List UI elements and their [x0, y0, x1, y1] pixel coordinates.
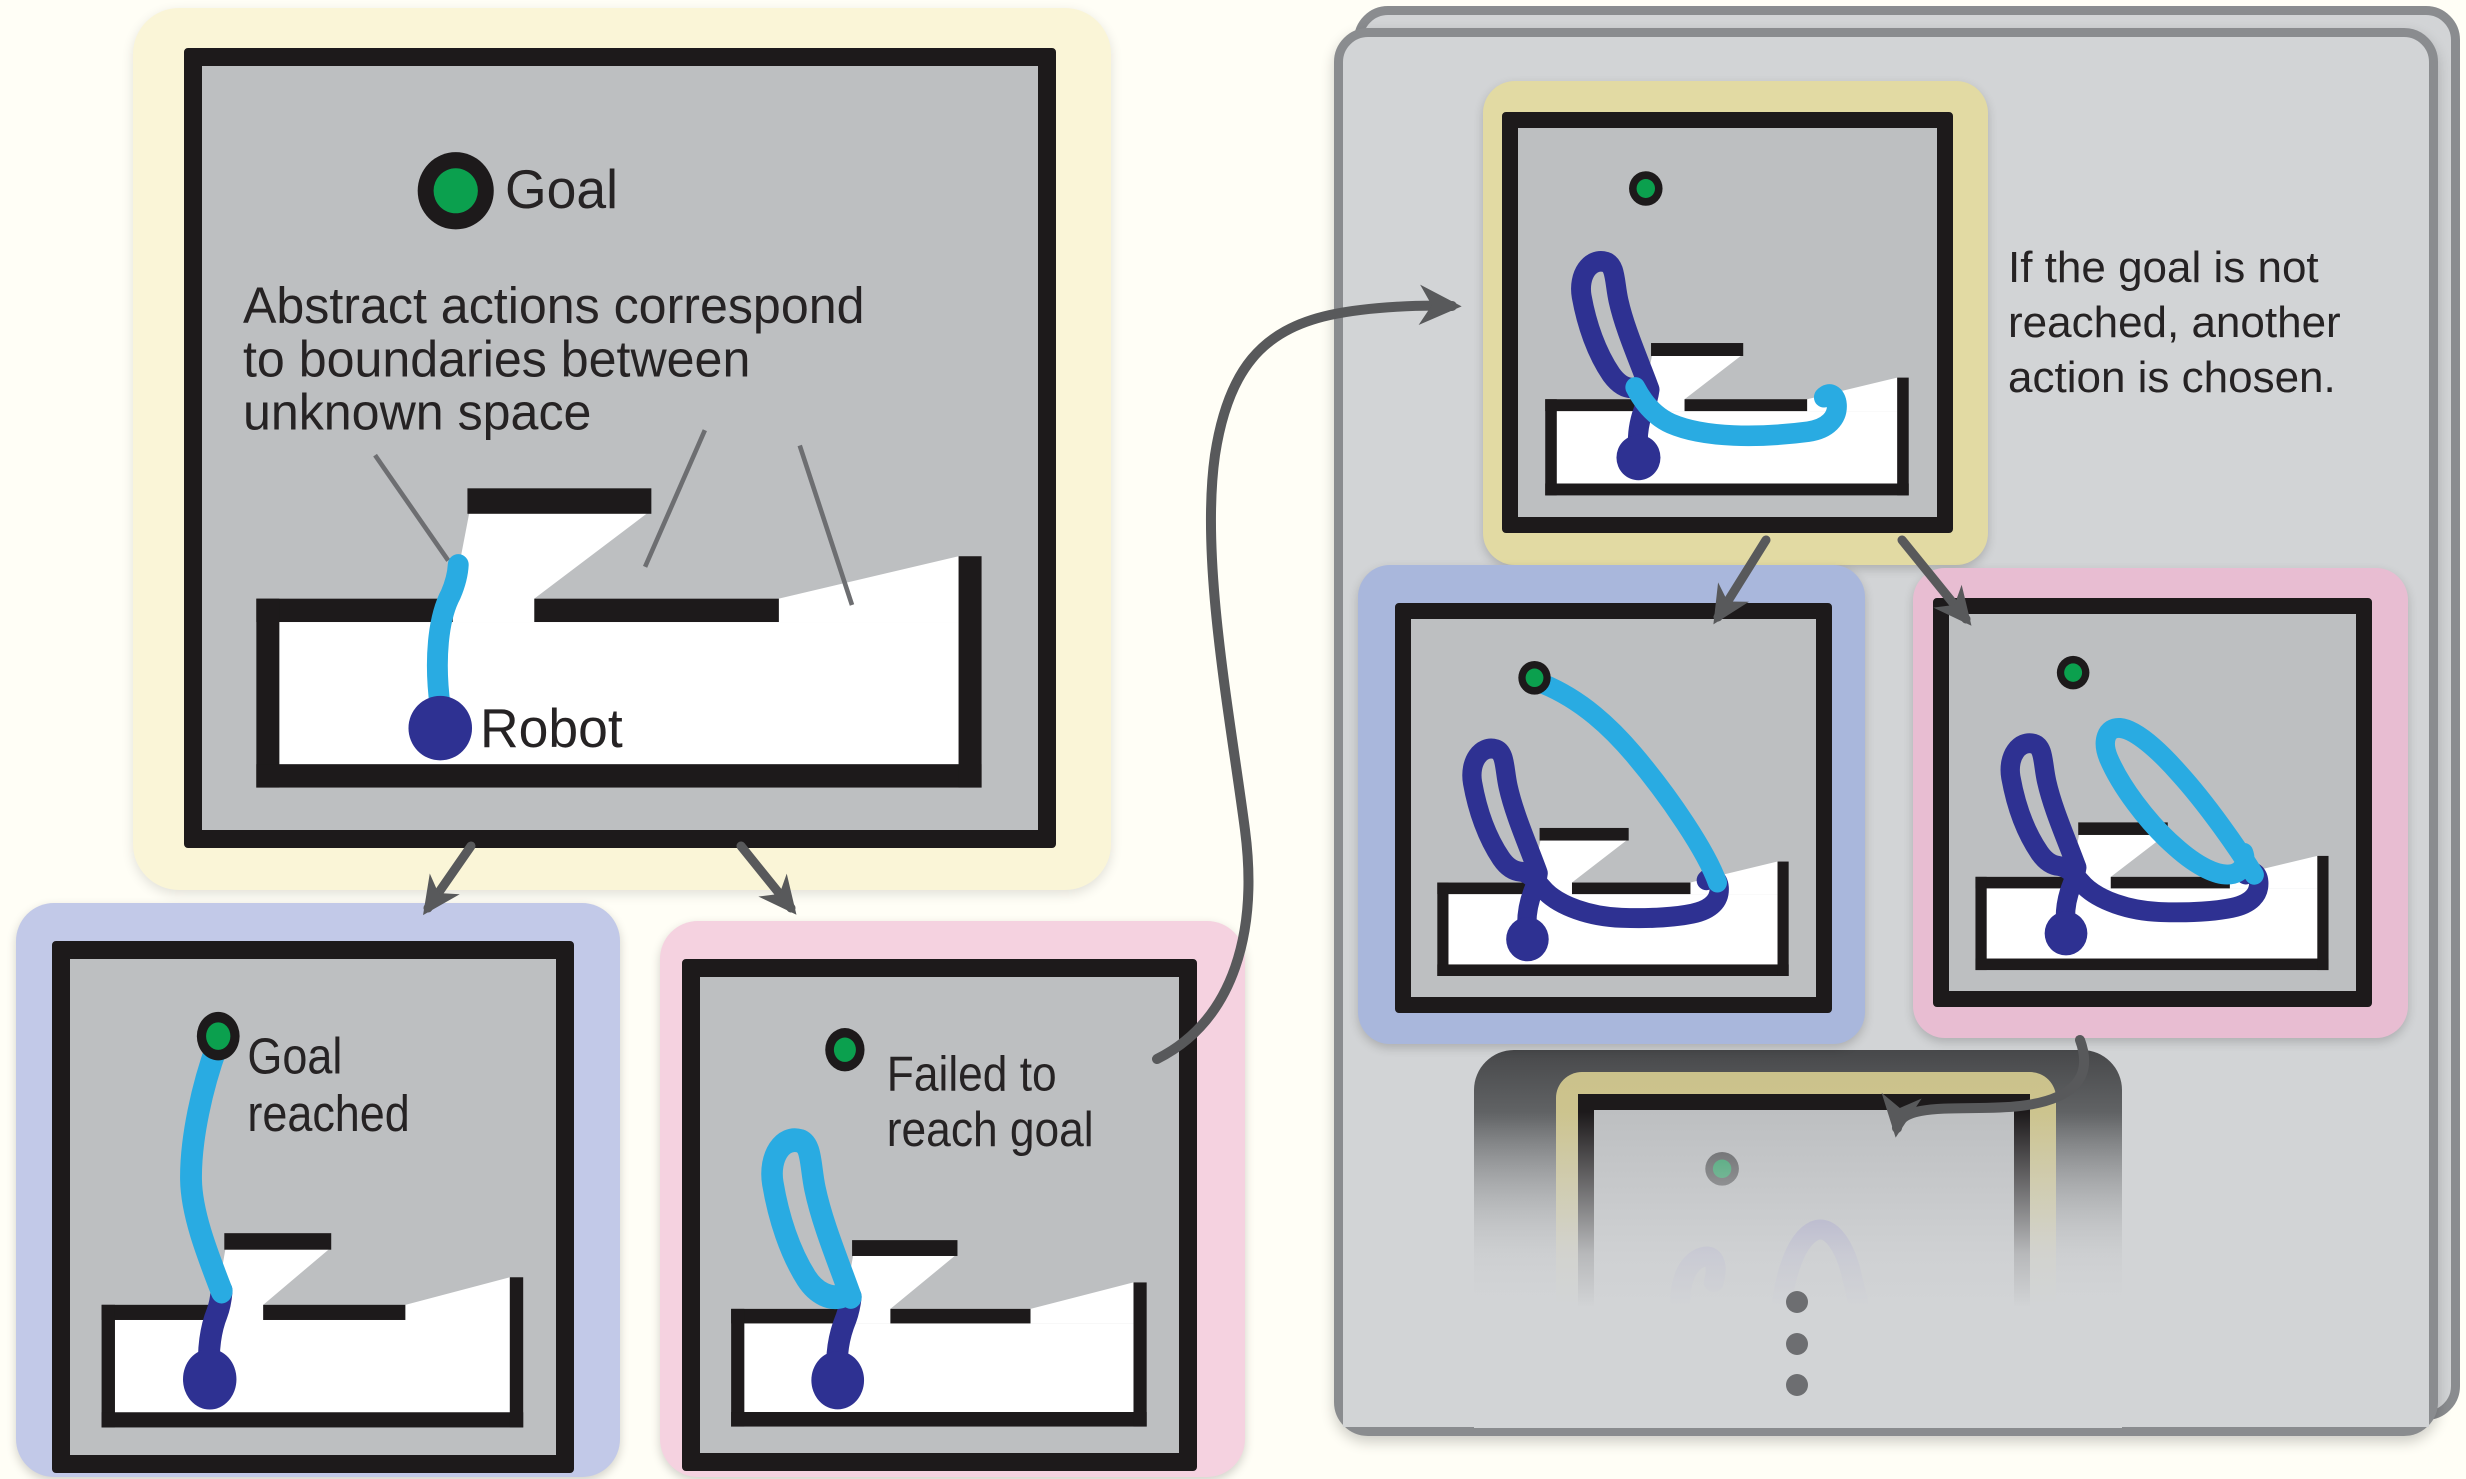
failed-map-frame: Failed to reach goal: [682, 959, 1197, 1471]
goal-reached-map: Goal reached: [70, 959, 556, 1455]
attempt-map-frame: [1502, 112, 1953, 533]
attempt-failure-panel: [1913, 568, 2408, 1038]
main-map-frame: Goal Abstract actions correspond to boun…: [184, 48, 1056, 848]
robot-icon: [811, 1351, 865, 1410]
attempt-panel: [1483, 81, 1988, 565]
attempt-map: [1518, 128, 1937, 517]
caption-line-3: unknown space: [243, 383, 591, 440]
goal-reached-panel: Goal reached: [16, 903, 620, 1477]
caption-line-2: to boundaries between: [243, 330, 750, 387]
robot-label: Robot: [480, 699, 623, 759]
fade-overlay: [1343, 1112, 2429, 1427]
robot-icon: [1616, 434, 1661, 481]
trajectory-current: [180, 1033, 233, 1304]
attempt-failure-map: [1949, 614, 2356, 991]
main-environment-panel: Goal Abstract actions correspond to boun…: [133, 8, 1111, 890]
goal-reached-label-1: Goal: [247, 1028, 342, 1085]
goal-icon: [433, 168, 478, 214]
trajectory-current: [2095, 717, 2264, 885]
note-line-2: reached, another: [2008, 298, 2341, 347]
attempt-success-panel: [1358, 565, 1865, 1044]
trajectory-current: [1533, 673, 1728, 893]
attempt-failure-map-frame: [1933, 598, 2372, 1007]
main-map: Goal Abstract actions correspond to boun…: [202, 66, 1038, 830]
attempt-success-map-frame: [1395, 603, 1832, 1013]
search-note: If the goal is not reached, another acti…: [2008, 240, 2448, 405]
failed-map: Failed to reach goal: [700, 977, 1179, 1453]
frontier-callout-line-1: [373, 453, 451, 562]
caption-line-1: Abstract actions correspond: [243, 277, 865, 334]
frontier-callout-line-3: [797, 444, 855, 606]
goal-icon: [833, 1037, 856, 1062]
failed-label-1: Failed to: [887, 1047, 1057, 1102]
frontier-callout-line-2: [642, 429, 707, 568]
attempt-success-map: [1411, 619, 1816, 997]
trajectory-current: [426, 554, 469, 718]
note-line-3: action is chosen.: [2008, 353, 2336, 402]
goal-label: Goal: [505, 160, 618, 220]
goal-reached-label-2: reached: [247, 1086, 409, 1143]
goal-icon: [1525, 668, 1544, 688]
note-line-1: If the goal is not: [2008, 243, 2319, 292]
robot-icon: [2044, 911, 2088, 956]
trajectory-history: [2000, 733, 2269, 939]
trajectory-current: [1625, 377, 1847, 447]
goal-icon: [2064, 663, 2083, 682]
failed-panel: Failed to reach goal: [660, 921, 1245, 1477]
robot-icon: [182, 1348, 237, 1410]
trajectory-history: [1462, 738, 1729, 944]
trajectory-current: [761, 1128, 862, 1309]
failed-label-2: reach goal: [887, 1102, 1094, 1157]
robot-icon: [408, 695, 473, 761]
goal-reached-map-frame: Goal reached: [52, 941, 574, 1473]
robot-icon: [1506, 917, 1549, 962]
goal-icon: [1636, 179, 1656, 199]
goal-icon: [206, 1022, 231, 1050]
